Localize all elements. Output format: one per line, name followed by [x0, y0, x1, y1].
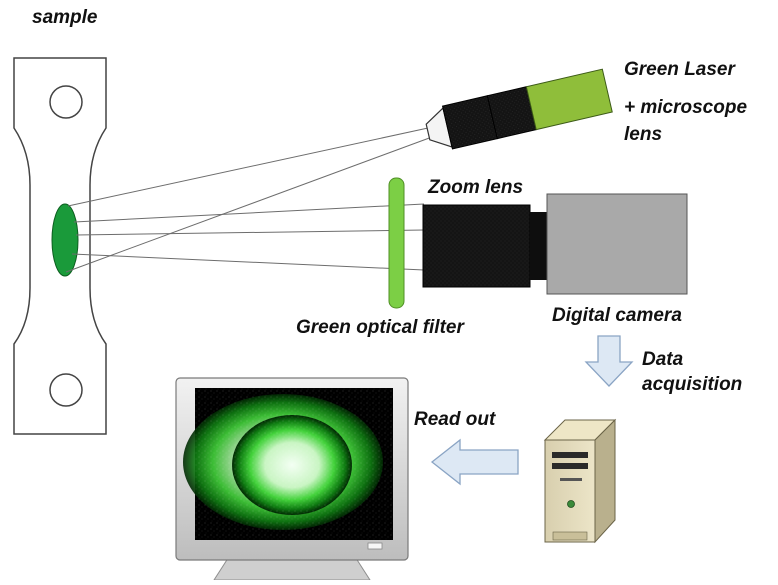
green-optical-filter [388, 177, 405, 309]
sample-top-hole [49, 85, 83, 119]
sample-specimen [13, 57, 107, 435]
computer-tower-icon [543, 418, 617, 544]
read-out-label: Read out [414, 409, 496, 430]
monitor-icon [175, 377, 409, 581]
data-acquisition-arrow [584, 335, 634, 387]
read-out-arrow [430, 438, 519, 486]
zoom-lens [422, 204, 548, 288]
sample-label: sample [32, 7, 98, 28]
zoom-lens-label: Zoom lens [428, 177, 524, 198]
microscope-lens-label-line2: lens [624, 123, 663, 145]
sample-bottom-hole [49, 373, 83, 407]
data-acquisition-label-line1: Data [642, 349, 684, 370]
sample-illuminated-spot [51, 203, 79, 277]
data-acquisition-label: Data acquisition [642, 349, 743, 396]
digital-camera-label: Digital camera [552, 305, 682, 326]
green-laser-device [425, 68, 613, 150]
green-optical-filter-label: Green optical filter [296, 317, 464, 338]
digital-camera [546, 193, 688, 295]
microscope-lens-label-line1: + microscope [624, 97, 748, 118]
green-laser-label: Green Laser [624, 59, 735, 80]
light-rays [65, 127, 433, 273]
microscope-lens-label: + microscope lens [624, 97, 748, 146]
data-acquisition-label-line2: acquisition [642, 373, 743, 395]
